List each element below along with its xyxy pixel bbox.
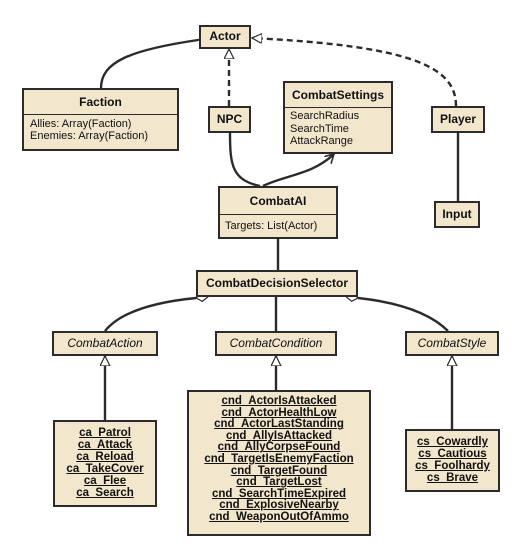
action-item: ca_TakeCover: [66, 463, 144, 475]
combat-style-name: CombatStyle: [417, 336, 487, 350]
npc-name: NPC: [216, 112, 243, 126]
faction-name: Faction: [79, 95, 122, 109]
combat-ai-name: CombatAI: [249, 194, 307, 208]
actor-class[interactable]: Actor: [199, 25, 251, 49]
condition-item: cnd_ActorIsAttacked: [221, 395, 337, 407]
condition-item: cnd_ActorHealthLow: [221, 406, 337, 419]
style-item: cs_Foolhardy: [415, 460, 490, 472]
combat-settings-attribute: SearchTime: [290, 122, 349, 135]
condition-item: cnd_AllyCorpseFound: [217, 441, 341, 454]
faction-attribute: Enemies: Array(Faction): [30, 130, 148, 142]
conditions-list[interactable]: cnd_ActorIsAttacked cnd_ActorHealthLow c…: [187, 390, 371, 536]
condition-item: cnd_SearchTimeExpired: [211, 487, 346, 500]
combat-decision-selector-class[interactable]: CombatDecisionSelector: [196, 270, 358, 297]
combat-settings-class[interactable]: CombatSettings SearchRadius SearchTime A…: [283, 81, 393, 154]
npc-class[interactable]: NPC: [208, 106, 251, 133]
condition-item: cnd_WeaponOutOfAmmo: [209, 510, 349, 523]
combat-action-class[interactable]: CombatAction: [52, 331, 158, 356]
condition-item: cnd_TargetFound: [230, 464, 328, 477]
combat-settings-name: CombatSettings: [291, 88, 384, 102]
style-item: cs_Cautious: [418, 448, 487, 460]
actor-name: Actor: [209, 29, 241, 43]
edge-combatai-settings: [262, 154, 334, 188]
player-class[interactable]: Player: [431, 106, 485, 133]
combat-decision-selector-name: CombatDecisionSelector: [205, 276, 349, 290]
combat-settings-attributes: SearchRadius SearchTime AttackRange: [285, 107, 391, 151]
condition-item: cnd_TargetLost: [236, 476, 322, 489]
combat-action-name: CombatAction: [67, 336, 143, 350]
action-item: ca_Patrol: [79, 427, 131, 439]
style-item: cs_Brave: [426, 472, 479, 484]
styles-list[interactable]: cs_Cowardly cs_Cautious cs_Foolhardy cs_…: [405, 429, 500, 492]
faction-class[interactable]: Faction Allies: Array(Faction) Enemies: …: [22, 88, 179, 151]
condition-item: cnd_ActorLastStanding: [214, 418, 344, 431]
condition-item: cnd_TargetIsEnemyFaction: [204, 452, 354, 465]
combat-style-class[interactable]: CombatStyle: [405, 331, 499, 356]
combat-settings-attribute: SearchRadius: [290, 110, 360, 122]
combat-condition-class[interactable]: CombatCondition: [215, 331, 337, 356]
actions-list[interactable]: ca_Patrol ca_Attack ca_Reload ca_TakeCov…: [53, 420, 157, 507]
combat-condition-name: CombatCondition: [229, 336, 323, 350]
combat-ai-class[interactable]: CombatAI Targets: List(Actor): [218, 186, 338, 239]
player-name: Player: [439, 112, 477, 126]
edge-combatai-npc: [225, 120, 261, 188]
action-item: ca_Flee: [83, 475, 127, 487]
input-class[interactable]: Input: [434, 201, 480, 228]
combat-settings-attribute: AttackRange: [290, 135, 353, 147]
edge-style-selector: [358, 298, 449, 332]
edge-player-actor: [252, 38, 458, 107]
combat-ai-attribute: Targets: List(Actor): [225, 220, 318, 232]
edge-action-selector: [104, 298, 196, 332]
faction-attributes: Allies: Array(Faction) Enemies: Array(Fa…: [24, 114, 177, 145]
action-item: ca_Attack: [77, 439, 133, 451]
style-item: cs_Cowardly: [417, 436, 488, 448]
condition-item: cnd_ExplosiveNearby: [219, 499, 339, 512]
edge-faction-actor: [99, 34, 211, 89]
action-item: ca_Reload: [76, 451, 134, 463]
combat-ai-attributes: Targets: List(Actor): [220, 214, 336, 238]
condition-item: cnd_AllyIsAttacked: [225, 429, 333, 442]
action-item: ca_Search: [76, 487, 134, 499]
input-name: Input: [442, 207, 472, 221]
faction-attribute: Allies: Array(Faction): [30, 118, 132, 130]
